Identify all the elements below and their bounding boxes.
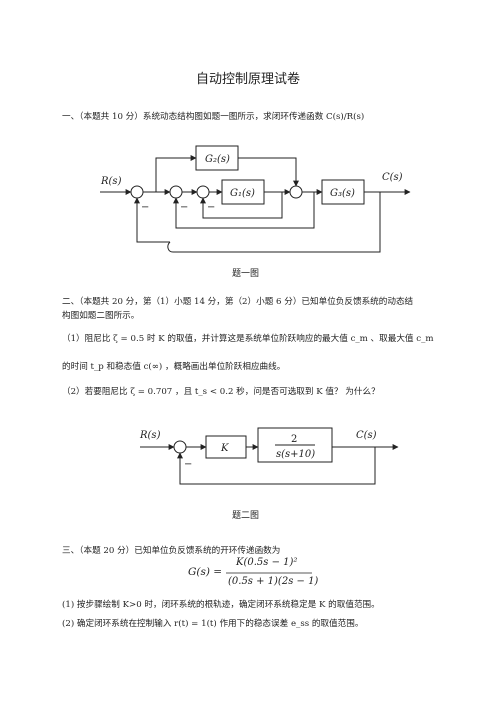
minus-sign-2: − xyxy=(180,202,188,213)
page-title: 自动控制原理试卷 xyxy=(195,72,300,87)
label-input-q1: R(s) xyxy=(100,176,122,187)
formula-lhs: G(s) = xyxy=(188,566,223,578)
sum-junction-3 xyxy=(196,185,210,199)
caption-q2: 题二图 xyxy=(232,511,260,521)
label-output-q2: C(s) xyxy=(356,430,377,441)
tf-numerator: 2 xyxy=(291,434,297,445)
question-3-item-1: (1) 按步骤绘制 K>0 时，闭环系统的根轨迹，确定闭环系统稳定是 K 的取值… xyxy=(62,600,380,610)
formula-denominator: (0.5s + 1)(2s − 1) xyxy=(228,576,319,587)
minus-sign-q2: − xyxy=(184,459,192,470)
label-input-q2: R(s) xyxy=(139,430,161,441)
label-g1: G₁(s) xyxy=(230,188,255,199)
tf-denominator: s(s+10) xyxy=(276,449,315,460)
question-1-text: 一、（本题共 10 分）系统动态结构图如题一图所示，求闭环传递函数 C(s)/R… xyxy=(62,112,365,122)
question-3-item-2: (2) 确定闭环系统在控制输入 r(t) = 1(t) 作用下的稳态误差 e_s… xyxy=(62,619,364,629)
question-2-line-2: 构图如题二图所示。 xyxy=(62,311,140,321)
minus-sign-3: − xyxy=(207,202,215,213)
question-2-sub2: （2）若要阻尼比 ζ = 0.707 ，且 t_s < 0.2 秒，问是否可选取… xyxy=(62,387,380,397)
question-3-text: 三、（本题 20 分）已知单位负反馈系统的开环传递函数为 xyxy=(62,546,281,556)
minus-sign-1: − xyxy=(141,202,149,213)
sum-junction-q2 xyxy=(173,440,187,454)
question-2-sub1-line-1: （1）阻尼比 ζ = 0.5 时 K 的取值，并计算这是系统单位阶跃响应的最大值… xyxy=(62,334,434,344)
caption-q1: 题一图 xyxy=(232,269,260,279)
label-g2: G₂(s) xyxy=(205,154,230,165)
sum-junction-1 xyxy=(130,185,144,199)
sum-junction-4 xyxy=(289,185,303,199)
label-g3: G₃(s) xyxy=(330,188,355,199)
label-output-q1: C(s) xyxy=(382,172,403,183)
formula-numerator: K(0.5s − 1)² xyxy=(236,557,298,568)
question-2-line-1: 二、（本题共 20 分，第（1）小题 14 分，第（2）小题 6 分）已知单位负… xyxy=(62,297,414,307)
sum-junction-2 xyxy=(169,185,183,199)
question-2-sub1-line-2: 的时间 t_p 和稳态值 c(∞) ，概略画出单位阶跃相应曲线。 xyxy=(62,362,286,372)
label-block-k: K xyxy=(220,443,229,454)
